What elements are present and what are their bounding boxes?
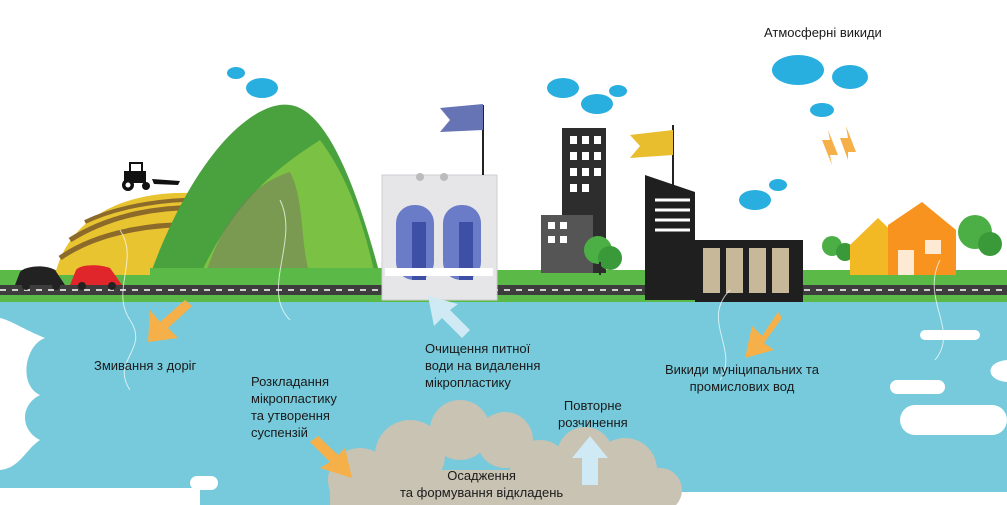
hills bbox=[150, 104, 390, 276]
factory-icon bbox=[541, 125, 803, 302]
label-line: Осадження bbox=[447, 468, 516, 483]
label-atmospheric-emissions: Атмосферні викиди bbox=[764, 25, 882, 40]
sediment bbox=[328, 400, 682, 505]
label-line: суспензій bbox=[251, 425, 308, 440]
label-line: Викиди муніципальних та bbox=[665, 362, 819, 377]
label-wastewater-discharge: Викиди муніципальних та промислових вод bbox=[665, 361, 819, 395]
label-line: мікропластику bbox=[425, 375, 511, 390]
label-sedimentation: Осадження та формування відкладень bbox=[400, 467, 563, 501]
label-drinking-water-treatment: Очищення питної води на видалення мікроп… bbox=[425, 340, 540, 391]
plastic-fibres bbox=[119, 199, 945, 391]
label-line: води на видалення bbox=[425, 358, 541, 373]
tractor-icon bbox=[122, 162, 180, 191]
label-resuspension: Повторне розчинення bbox=[558, 397, 628, 431]
label-line: та утворення bbox=[251, 408, 330, 423]
road bbox=[0, 285, 1007, 295]
water-treatment-plant bbox=[381, 104, 498, 301]
label-line: Повторне bbox=[563, 398, 622, 413]
flag-icon bbox=[440, 104, 483, 132]
tree-icon bbox=[584, 215, 1002, 275]
label-line: мікропластику bbox=[251, 391, 337, 406]
label-road-runoff: Змивання з доріг bbox=[94, 358, 197, 373]
label-line: промислових вод bbox=[689, 379, 795, 394]
label-line: розчинення bbox=[558, 415, 628, 430]
flag-icon bbox=[630, 130, 673, 158]
label-line: Очищення питної bbox=[425, 341, 531, 356]
label-line: Розкладання bbox=[251, 374, 330, 389]
label-line: та формування відкладень bbox=[400, 485, 564, 500]
house-icon bbox=[850, 202, 956, 275]
car-icon bbox=[15, 265, 122, 290]
cloud-icon bbox=[227, 55, 868, 210]
label-degradation: Розкладання мікропластику та утворення с… bbox=[251, 373, 337, 441]
arrow-icon bbox=[148, 126, 856, 485]
